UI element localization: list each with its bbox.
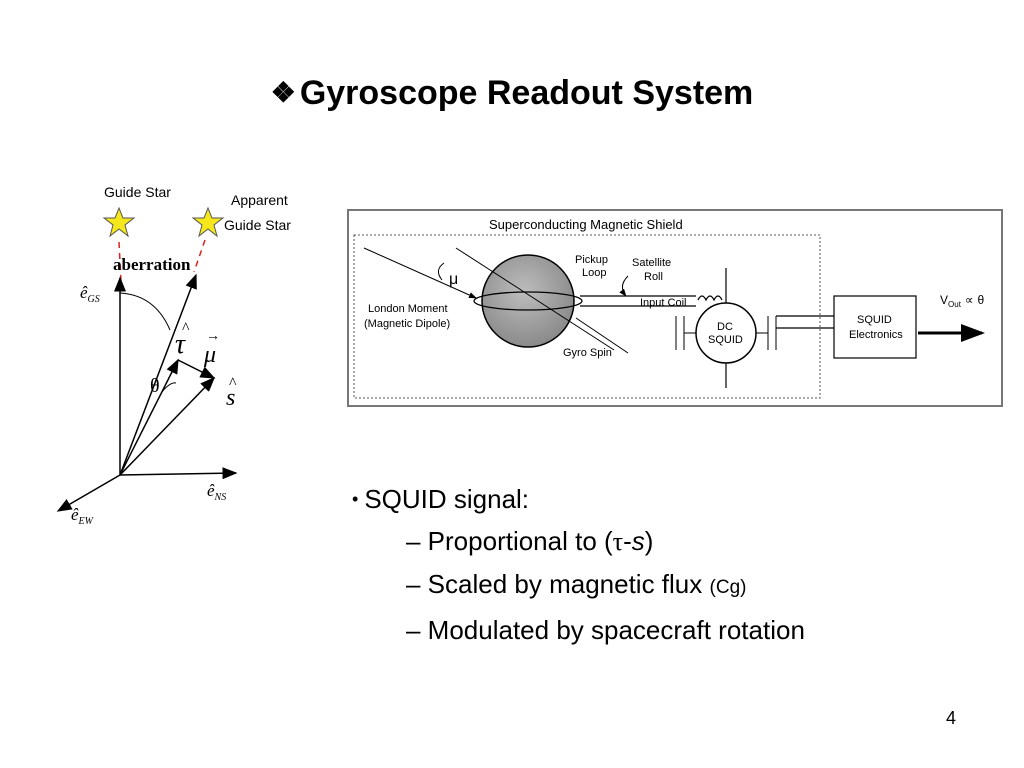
s-hat: ^ [229,375,237,392]
london-moment-line1: London Moment [368,303,448,315]
mu-rotation-arc [438,262,445,281]
schematic-mu: μ [449,271,458,288]
squid-electronics-link [776,315,834,329]
apparent-label-line2: Guide Star [224,217,291,233]
aberration-label: aberration [113,255,191,274]
bullet-sub-2: – Scaled by magnetic flux (Cg) [406,569,747,599]
tau-hat: ^ [182,320,190,337]
pickup-loop-ring [473,291,583,311]
slide-title: ❖Gyroscope Readout System [0,74,1024,113]
theta-label: θ [150,375,160,397]
apparent-guide-star-icon [191,206,225,238]
electronics-label-1: SQUID [857,314,892,326]
guide-star-icon [102,206,136,238]
eew-label: êEW [71,505,95,527]
pickup-label-1: Pickup [575,254,608,266]
bullet-main: SQUID signal: [352,478,805,520]
gyro-vector-diagram: Guide Star Apparent Guide Star aberratio… [56,184,291,527]
ens-label: êNS [207,481,226,503]
satellite-roll-2: Roll [644,271,663,283]
axis-ns [119,467,238,480]
london-moment-arrow [363,247,477,299]
tau-vector [119,358,179,476]
gyro-spin-pointer [575,317,629,354]
gyro-rotor-sphere [481,254,575,348]
guide-star-dashed-line [118,241,122,283]
pickup-label-2: Loop [582,267,606,279]
s-label: s [226,385,235,411]
guide-star-label: Guide Star [104,184,171,200]
bullet-sub-3: – Modulated by spacecraft rotation [406,615,805,645]
bullet-list: SQUID signal: – Proportional to (τ-s) – … [352,478,805,651]
input-coil-icon [697,295,723,302]
diamond-bullet-icon: ❖ [270,77,296,108]
satellite-roll-arrow [619,275,629,297]
satellite-roll-1: Satellite [632,257,671,269]
shield-label: Superconducting Magnetic Shield [489,217,683,232]
squid-electronics-box [833,295,917,359]
electronics-label-2: Electronics [849,329,903,341]
dc-squid-label-1: DC [717,321,733,333]
bullet-sub-1: – Proportional to (τ-s) [406,526,654,556]
title-text: Gyroscope Readout System [299,74,754,112]
tau-label: τ [175,329,186,360]
gyro-spin-axis [455,247,615,351]
gyro-spin-label: Gyro Spin [563,347,612,359]
dc-squid-label-2: SQUID [708,334,743,346]
mu-label: μ [203,342,216,368]
egs-label: êGS [80,283,100,305]
slide-number: 4 [946,708,957,728]
s-vector [119,376,216,476]
mu-vector [177,359,216,379]
theta-arc [161,382,177,393]
input-coil-label: Input Coil [640,297,686,309]
axis-ew [56,474,121,512]
vout-label: VOut∝θ [940,293,985,309]
apparent-star-vector [119,273,197,476]
london-moment-line2: (Magnetic Dipole) [364,318,450,330]
dc-squid-circle [695,302,757,364]
apparent-star-dashed-line [193,239,206,273]
apparent-label-line1: Apparent [231,192,288,208]
magnetic-shield-boundary [353,234,821,399]
pickup-leads [580,295,696,307]
aberration-arc [119,292,171,331]
squid-schematic: Superconducting Magnetic Shield μ London… [347,209,1003,407]
mu-arrow: → [206,329,220,344]
